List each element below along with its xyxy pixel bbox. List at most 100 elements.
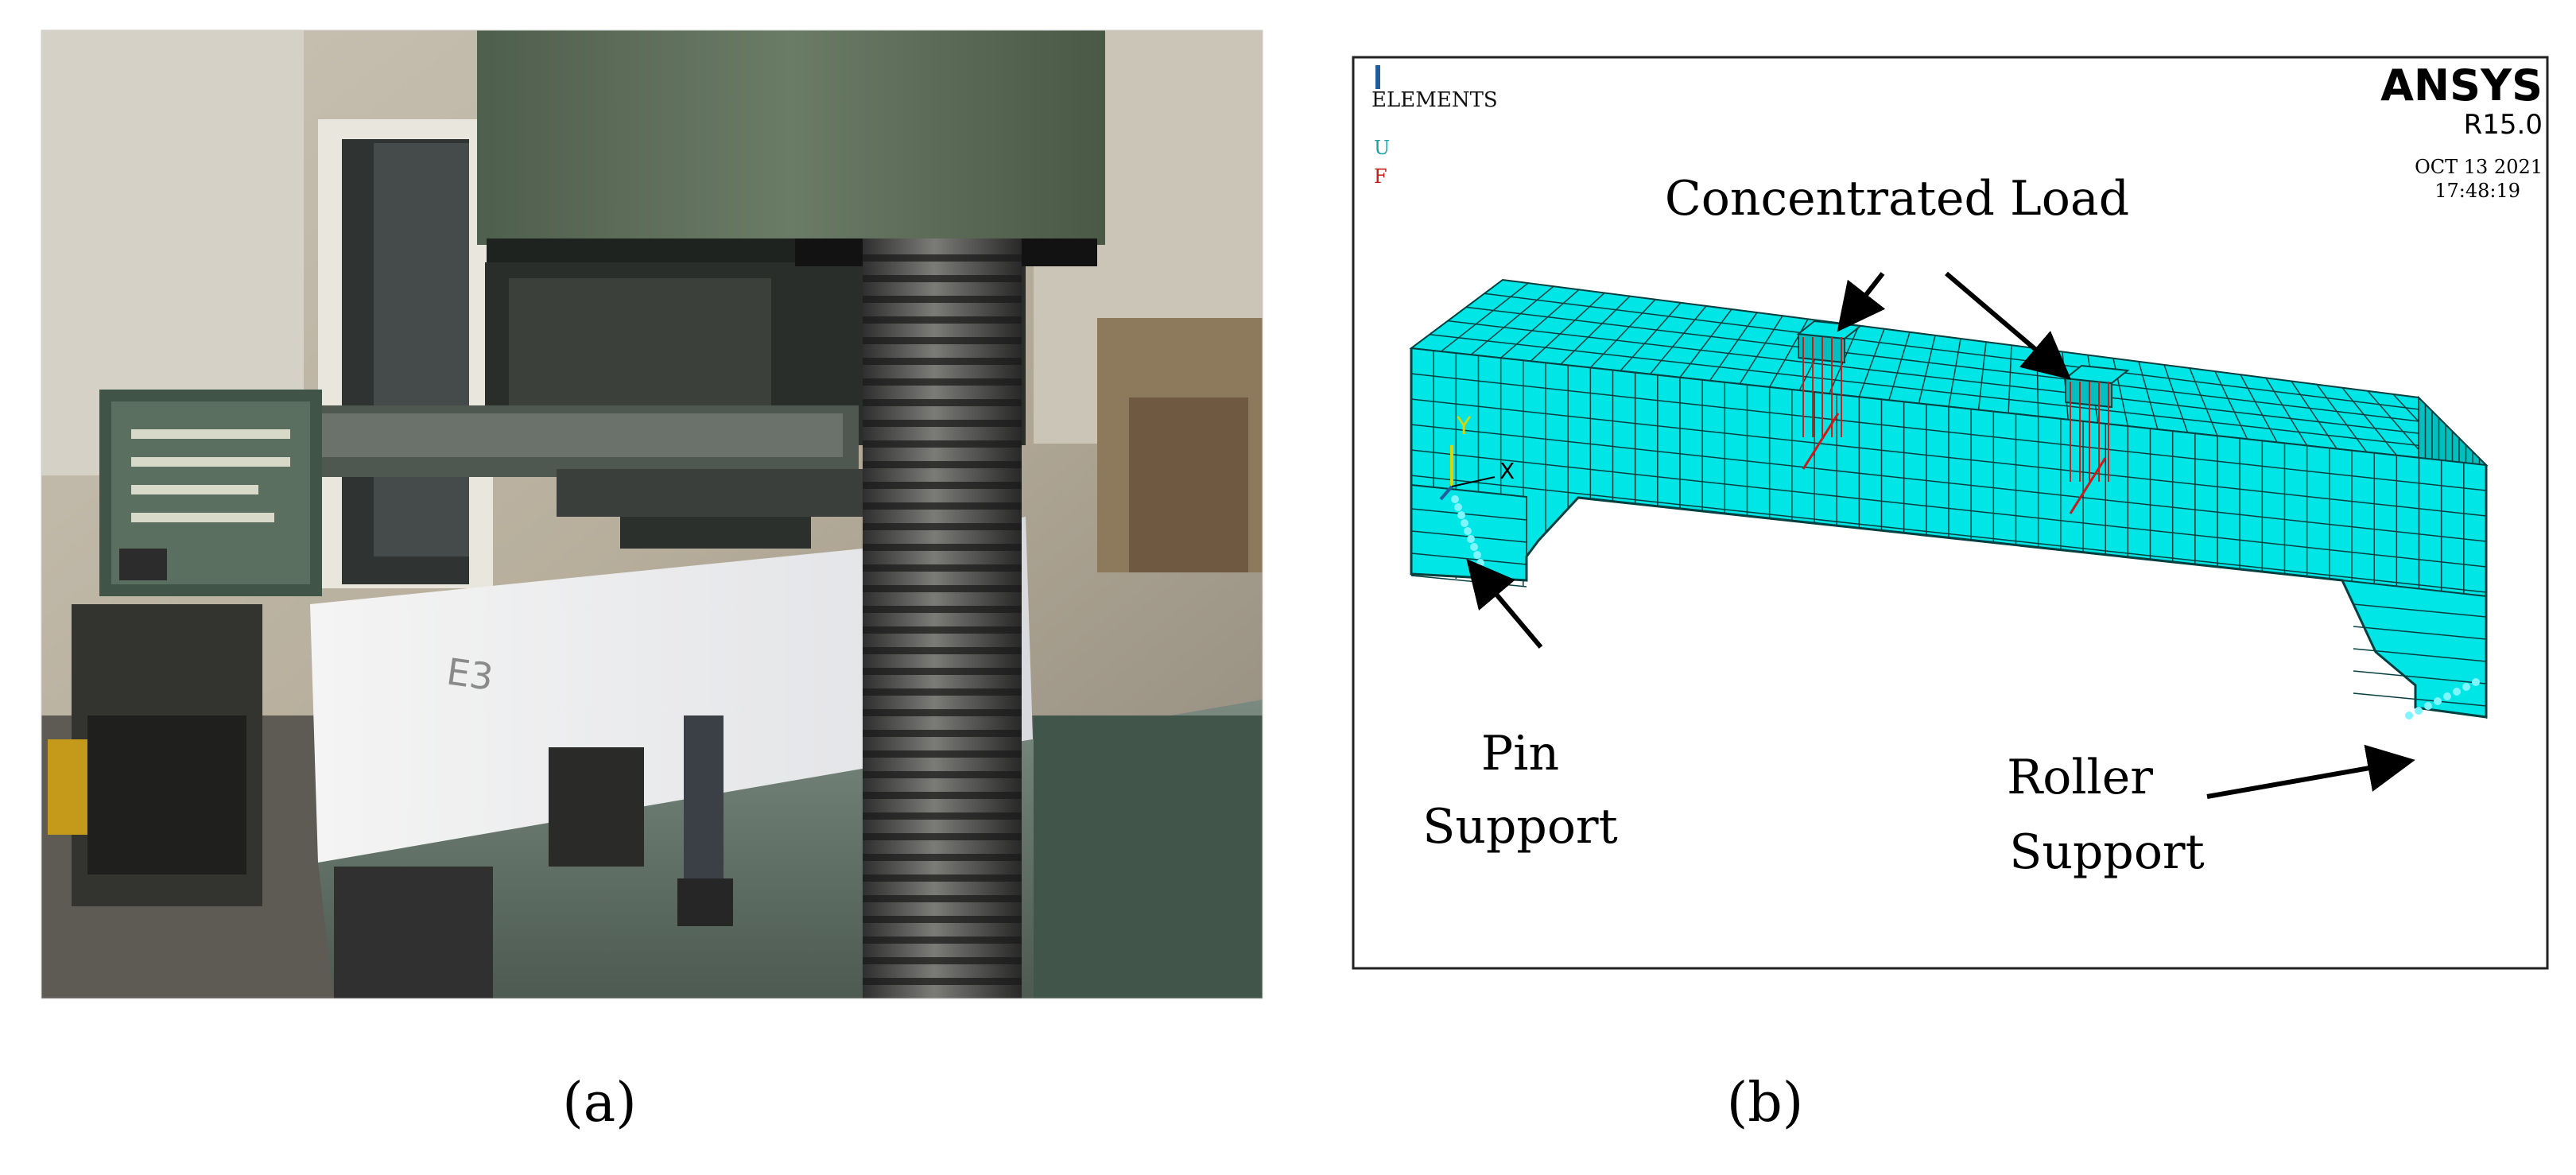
- roller-support-marker: [2424, 702, 2432, 710]
- pin-support-marker: [1476, 559, 1484, 567]
- mesh-line: [2214, 370, 2248, 440]
- screw-thread: [863, 482, 1022, 489]
- screw-thread: [863, 895, 1022, 902]
- ansys-logo: ANSYS: [2380, 60, 2543, 111]
- screw-thread: [863, 957, 1022, 964]
- pin-support-marker: [1470, 543, 1478, 551]
- mesh-line: [2189, 367, 2218, 436]
- screw-threads: [863, 254, 1022, 985]
- screw-thread: [863, 358, 1022, 365]
- pin-support-label-line1: Pin: [1481, 726, 1559, 781]
- screw-thread: [863, 978, 1022, 985]
- mesh-line: [1484, 293, 2433, 412]
- mesh-line: [2353, 670, 2487, 684]
- mesh-line: [1589, 299, 1656, 369]
- screw-thread: [863, 440, 1022, 448]
- screw-thread: [863, 688, 1022, 696]
- pin-support-marker: [1473, 551, 1481, 559]
- load-line: [1802, 413, 1840, 470]
- mesh-line: [1709, 312, 1758, 382]
- mesh-line: [1429, 334, 2473, 452]
- screw-thread: [863, 668, 1022, 675]
- screw-thread: [863, 254, 1022, 262]
- roller-support-arrow: [2206, 744, 2415, 799]
- caption-b: (b): [1726, 1072, 1804, 1134]
- mesh-line: [2353, 626, 2487, 640]
- pin-support-marker: [1467, 535, 1475, 543]
- roller-support-marker: [2472, 678, 2480, 686]
- mesh-line: [1410, 398, 2487, 517]
- mesh-line: [1679, 308, 1732, 378]
- roller-support-marker: [2405, 712, 2413, 719]
- screw-thread: [863, 750, 1022, 758]
- screw-thread: [863, 564, 1022, 572]
- mesh-line: [1470, 285, 1554, 355]
- legend-f: F: [1374, 165, 1387, 188]
- pin-support-label-line2: Support: [1422, 799, 1617, 855]
- screw-thread: [863, 709, 1022, 716]
- mesh-line: [1918, 335, 1936, 404]
- pin-support-arrow: [1466, 558, 1543, 649]
- screw-thread: [863, 399, 1022, 406]
- mesh-line: [1447, 320, 2460, 439]
- mesh-line: [1948, 338, 1961, 407]
- mesh-line: [2353, 603, 2487, 618]
- roller-support-marker: [2443, 692, 2451, 700]
- pin-support-marker: [1464, 527, 1472, 535]
- roller-support-marker: [2453, 688, 2461, 696]
- mesh-line: [1560, 296, 1631, 365]
- screw-thread: [863, 296, 1022, 303]
- mesh-line: [1739, 315, 1783, 385]
- screw-thread: [863, 730, 1022, 737]
- mesh-line: [2138, 361, 2159, 430]
- screw-thread: [863, 833, 1022, 840]
- screw-thread: [863, 916, 1022, 923]
- legend-mark: [1375, 65, 1380, 89]
- mesh-line: [1977, 342, 1987, 410]
- screw-thread: [863, 461, 1022, 468]
- pin-support-marker: [1457, 511, 1465, 519]
- mesh-line: [2163, 364, 2189, 433]
- screw-thread: [863, 937, 1022, 944]
- screw-thread: [863, 420, 1022, 427]
- axis-triad: Y X: [1439, 413, 1515, 501]
- mesh-line: [2008, 345, 2012, 413]
- mesh-line: [1888, 332, 1911, 401]
- screw-thread: [863, 854, 1022, 861]
- screw-thread: [863, 337, 1022, 344]
- run-date: OCT 13 2021: [2415, 156, 2543, 178]
- screw-thread: [863, 626, 1022, 634]
- screw-thread: [863, 771, 1022, 778]
- load-arrow-left: [1837, 272, 1886, 332]
- roller-support-marker: [2434, 697, 2442, 705]
- screw-thread: [863, 585, 1022, 592]
- screw-thread: [863, 275, 1022, 282]
- mesh-line: [2341, 387, 2397, 456]
- screw-thread: [863, 544, 1022, 551]
- beam-outline: [1410, 348, 2488, 719]
- roller-support-marker: [2462, 683, 2470, 691]
- load-pad-right-top: [2063, 364, 2130, 385]
- mesh-line: [1410, 508, 1527, 521]
- mesh-line: [2265, 377, 2308, 446]
- mesh-line: [1620, 302, 1682, 372]
- mesh-line: [1500, 289, 1580, 359]
- mesh-line: [2367, 390, 2427, 460]
- mesh-line: [1465, 306, 2446, 425]
- screw-thread: [863, 647, 1022, 654]
- mesh-line: [1441, 282, 1529, 352]
- concentrated-load-label: Concentrated Load: [1665, 171, 2129, 227]
- screw-thread: [863, 523, 1022, 530]
- mesh-line: [1530, 292, 1605, 362]
- screw-thread: [863, 378, 1022, 386]
- axis-y-label: Y: [1456, 413, 1472, 440]
- load-arrow-right: [1945, 271, 2072, 380]
- screw-thread: [863, 812, 1022, 820]
- beam-mesh: [1409, 278, 2489, 795]
- mesh-line: [1410, 424, 2487, 542]
- mesh-line: [1649, 305, 1707, 375]
- axis-x-label: X: [1499, 458, 1515, 484]
- mesh-line: [2353, 692, 2487, 707]
- screw-thread: [863, 316, 1022, 324]
